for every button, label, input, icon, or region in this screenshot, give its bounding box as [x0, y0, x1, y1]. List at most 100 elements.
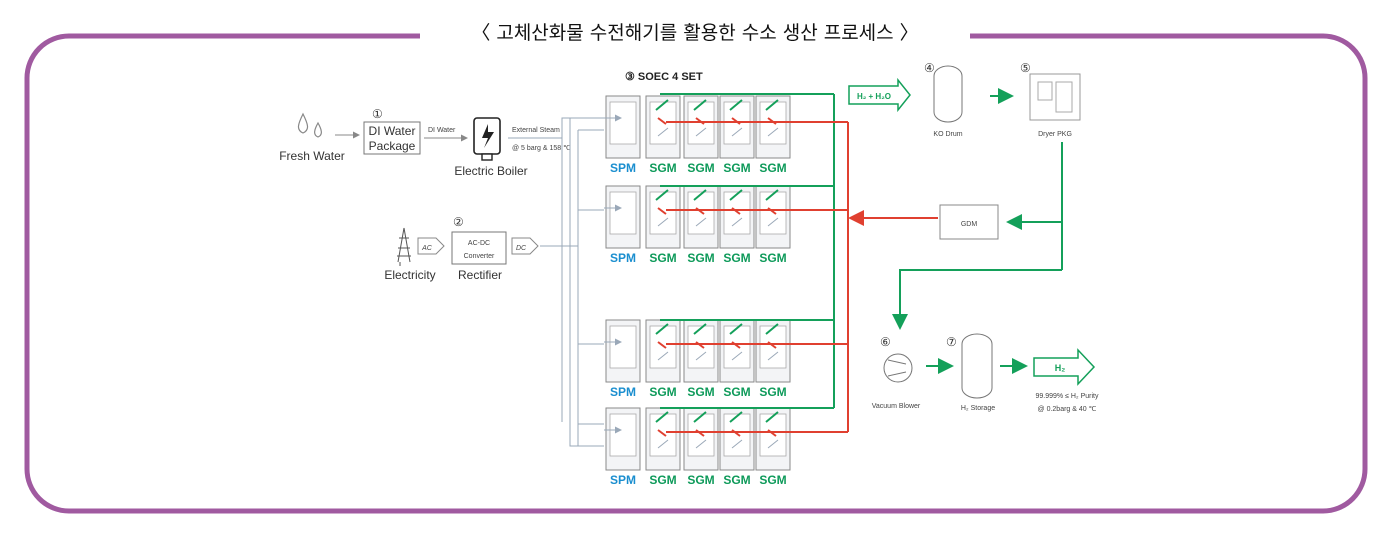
module-label: SGM [649, 473, 676, 487]
module-label: SGM [649, 385, 676, 399]
sgm-module: SGM [683, 407, 719, 487]
sgm-module: SGM [645, 185, 681, 265]
output-arrow [765, 411, 779, 423]
output-arrow [729, 411, 743, 423]
ko-drum-label: KO Drum [933, 131, 962, 138]
sgm-module: SGM [645, 407, 681, 487]
output-arrow [655, 323, 669, 335]
dc-label: DC [516, 245, 527, 252]
red-feed [666, 121, 849, 433]
sgm-module: SGM [755, 319, 791, 399]
steam-condition-label: @ 5 barg & 158 ℃ [512, 145, 571, 152]
sgm-module: SGM [755, 95, 791, 175]
fresh-water-group: Fresh Water [279, 112, 345, 163]
output-arrow [655, 99, 669, 111]
external-steam-label: External Steam [512, 127, 560, 134]
product-condition-label: @ 0.2barg & 40 ℃ [1038, 406, 1097, 413]
fresh-water-label: Fresh Water [279, 149, 345, 163]
output-arrow [765, 189, 779, 201]
green-collector [660, 93, 835, 409]
input-arrow [657, 207, 667, 215]
step-1-number: ① [372, 107, 383, 121]
gdm: GDM [939, 204, 999, 240]
module-label: SPM [610, 473, 636, 487]
sgm-module: SGM [645, 319, 681, 399]
output-arrow [693, 411, 707, 423]
dc-arrow: DC [511, 237, 539, 255]
ko-drum: ④ KO Drum [924, 61, 963, 138]
ac-label: AC [421, 245, 433, 252]
dryer-pkg: ⑤ Dryer PKG [1020, 61, 1081, 138]
input-arrow [657, 341, 667, 349]
purity-label: 99.999% ≤ H₂ Purity [1036, 393, 1099, 400]
to-blower-line [892, 269, 1062, 330]
electric-boiler: Electric Boiler [454, 117, 528, 178]
soec-heading: ③ SOEC 4 SET [625, 71, 703, 83]
output-arrow [729, 99, 743, 111]
sgm-module: SGM [755, 407, 791, 487]
spm-module: SPM [604, 407, 641, 487]
module-label: SPM [610, 161, 636, 175]
di-water-package-line1: DI Water [369, 124, 416, 138]
step-5-number: ⑤ [1020, 61, 1031, 75]
step-2-number: ② [453, 215, 464, 229]
step-4-number: ④ [924, 61, 935, 75]
water-drop-icon [297, 112, 322, 138]
sgm-module: SGM [755, 185, 791, 265]
h2-h2o-arrow: H₂ + H₂O [848, 77, 911, 113]
input-arrow [657, 117, 667, 125]
module-label: SGM [759, 385, 786, 399]
converter-line1: AC-DC [468, 240, 490, 247]
module-label: SPM [610, 251, 636, 265]
output-arrow [693, 189, 707, 201]
output-arrow [765, 323, 779, 335]
step-6-number: ⑥ [880, 335, 891, 349]
electric-boiler-label: Electric Boiler [454, 164, 527, 178]
module-label: SGM [759, 251, 786, 265]
sgm-module: SGM [719, 319, 755, 399]
h2-product-arrow: H₂ [1033, 348, 1096, 386]
di-water-package: ① DI Water Package [363, 107, 421, 155]
module-label: SGM [723, 251, 750, 265]
vacuum-blower: ⑥ Vacuum Blower [872, 335, 921, 410]
gdm-label: GDM [961, 221, 978, 228]
module-label: SGM [687, 161, 714, 175]
ac-arrow: AC [417, 237, 445, 255]
module-label: SGM [649, 251, 676, 265]
module-label: SGM [649, 161, 676, 175]
spm-module: SPM [604, 319, 641, 399]
distribution-lines [540, 117, 604, 447]
di-water-package-line2: Package [369, 139, 416, 153]
module-label: SGM [687, 385, 714, 399]
dryer-pkg-label: Dryer PKG [1038, 131, 1072, 138]
output-arrow [729, 189, 743, 201]
power-tower-icon [397, 227, 411, 266]
module-label: SGM [723, 161, 750, 175]
h2-h2o-label: H₂ + H₂O [857, 92, 891, 101]
module-label: SGM [687, 251, 714, 265]
output-arrow [655, 411, 669, 423]
sgm-module: SGM [719, 95, 755, 175]
electricity-label: Electricity [384, 268, 435, 282]
storage-vessel [961, 333, 993, 399]
sgm-module: SGM [683, 319, 719, 399]
output-arrow [729, 323, 743, 335]
sgm-module: SGM [645, 95, 681, 175]
converter-line2: Converter [464, 253, 495, 260]
output-arrow [765, 99, 779, 111]
electricity-group: Electricity [384, 227, 436, 282]
ko-drum-vessel [933, 65, 963, 123]
step-7-number: ⑦ [946, 335, 957, 349]
output-arrow [655, 189, 669, 201]
rectifier-label: Rectifier [458, 268, 502, 282]
module-label: SPM [610, 385, 636, 399]
h2-product-label: H₂ [1055, 363, 1066, 373]
input-arrow [657, 429, 667, 437]
blower-icon [883, 353, 913, 383]
ac-dc-converter: ② AC-DC Converter Rectifier [451, 215, 507, 282]
sgm-module: SGM [683, 95, 719, 175]
vacuum-blower-label: Vacuum Blower [872, 403, 921, 410]
spm-module: SPM [604, 95, 641, 175]
